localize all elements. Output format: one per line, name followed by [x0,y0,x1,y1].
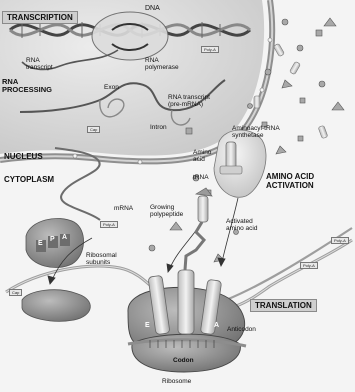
ribosomal-subunits-label: Ribosomal subunits [86,252,117,266]
cap-tag-nucleus: Cap [87,126,100,133]
free-subunit-a-site: A [62,234,67,242]
transcription-heading: TRANSCRIPTION [2,11,78,24]
aminoacyl-trna-synthetase [214,130,266,197]
ribosome-e-site: E [145,322,150,330]
free-subunit-p-site: P [50,236,55,244]
rna-polymerase-label: RNA polymerase [145,57,179,71]
activated-trnas [196,188,212,222]
dna-label: DNA [145,5,160,12]
cytoplasm-heading: CYTOPLASM [4,175,54,185]
ribosome-a-site: A [214,322,219,330]
growing-polypeptide-label: Growing polypeptide [150,204,183,218]
trna-label: tRNA [193,174,209,181]
mrna-label: mRNA [114,205,133,212]
translation-heading: TRANSLATION [250,299,317,312]
activated-amino-acid-label: Activated amino acid [226,218,257,232]
anticodon-label: Anticodon [227,326,256,333]
cap-tag-cytoplasm: Cap [9,289,22,296]
pre-mrna-label: RNA transcript (pre-mRNA) [168,94,210,108]
rna-processing-heading: RNA PROCESSING [2,78,52,94]
codon-label: Codon [173,357,194,364]
ribosome-label: Ribosome [162,378,191,385]
intron-label: Intron [150,124,167,131]
rna-transcript-label: RNA transcript [26,57,53,71]
polya-tag-cytoplasm: Poly-A [100,221,118,228]
polya-tag-nucleus: Poly-A [201,46,219,53]
polya-tag-right: Poly-A [331,237,349,244]
nucleus-heading: NUCLEUS [4,152,43,162]
amino-acid-activation-heading: AMINO ACID ACTIVATION [266,172,314,190]
amino-acid-label: Amino acid [193,149,211,163]
translating-ribosome [128,222,246,372]
rna-polymerase [92,12,168,60]
exon-label: Exon [104,84,119,91]
aminoacyl-trna-synthetase-label: Aminoacyl-tRNA synthetase [232,125,280,139]
free-subunit-e-site: E [38,240,43,248]
polya-tag-upper: Poly-A [300,262,318,269]
